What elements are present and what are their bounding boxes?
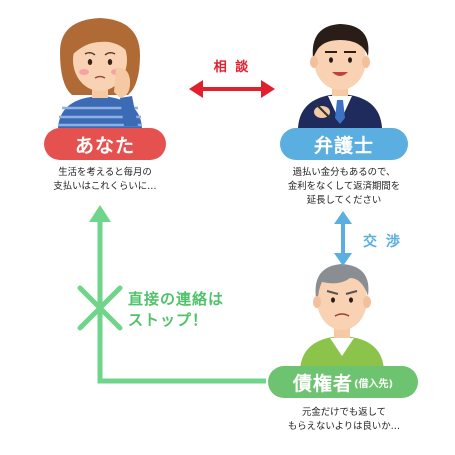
creditor-caption-line-1: 元金だけでも返して — [301, 407, 387, 418]
consult-arrow-icon — [189, 80, 275, 98]
negotiate-arrow-icon — [334, 211, 352, 266]
stop-label-line-1: 直接の連絡は — [128, 290, 225, 308]
creditor-title-sub: (借入先) — [353, 378, 394, 390]
creditor-figure-icon — [300, 264, 384, 370]
lawyer-caption-line-1: 過払い金分もあるので、 — [292, 167, 396, 178]
lawyer-title: 弁護士 — [313, 134, 374, 157]
creditor-caption: 元金だけでも返して もらえないよりは良いか… — [272, 406, 416, 434]
lawyer-caption: 過払い金分もあるので、 金利をなくして返済期間を 延長してください — [272, 166, 416, 208]
lawyer-caption-line-2: 金利をなくして返済期間を — [287, 181, 401, 192]
lawyer-figure-icon — [298, 24, 382, 128]
you-caption: 生活を考えると毎月の 支払いはこれくらいに… — [40, 166, 170, 194]
stop-arrow-icon — [89, 205, 266, 384]
you-title: あなた — [74, 134, 135, 157]
cross-mark-icon — [77, 285, 123, 331]
you-caption-line-2: 支払いはこれくらいに… — [53, 181, 157, 192]
lawyer-pill: 弁護士 — [280, 128, 408, 160]
stop-label-line-2: ストップ！ — [128, 311, 209, 329]
consult-label: 相 談 — [213, 60, 251, 75]
lawyer-caption-line-3: 延長してください — [306, 195, 382, 206]
you-pill: あなた — [44, 128, 166, 160]
woman-figure-icon — [58, 18, 142, 128]
creditor-pill: 債権者(借入先) — [268, 366, 418, 398]
negotiate-label: 交 渉 — [363, 234, 402, 250]
you-caption-line-1: 生活を考えると毎月の — [58, 167, 152, 178]
stop-label: 直接の連絡は ストップ！ — [128, 289, 224, 331]
creditor-title: 債権者 — [292, 372, 353, 395]
creditor-caption-line-2: もらえないよりは良いか… — [287, 421, 401, 432]
